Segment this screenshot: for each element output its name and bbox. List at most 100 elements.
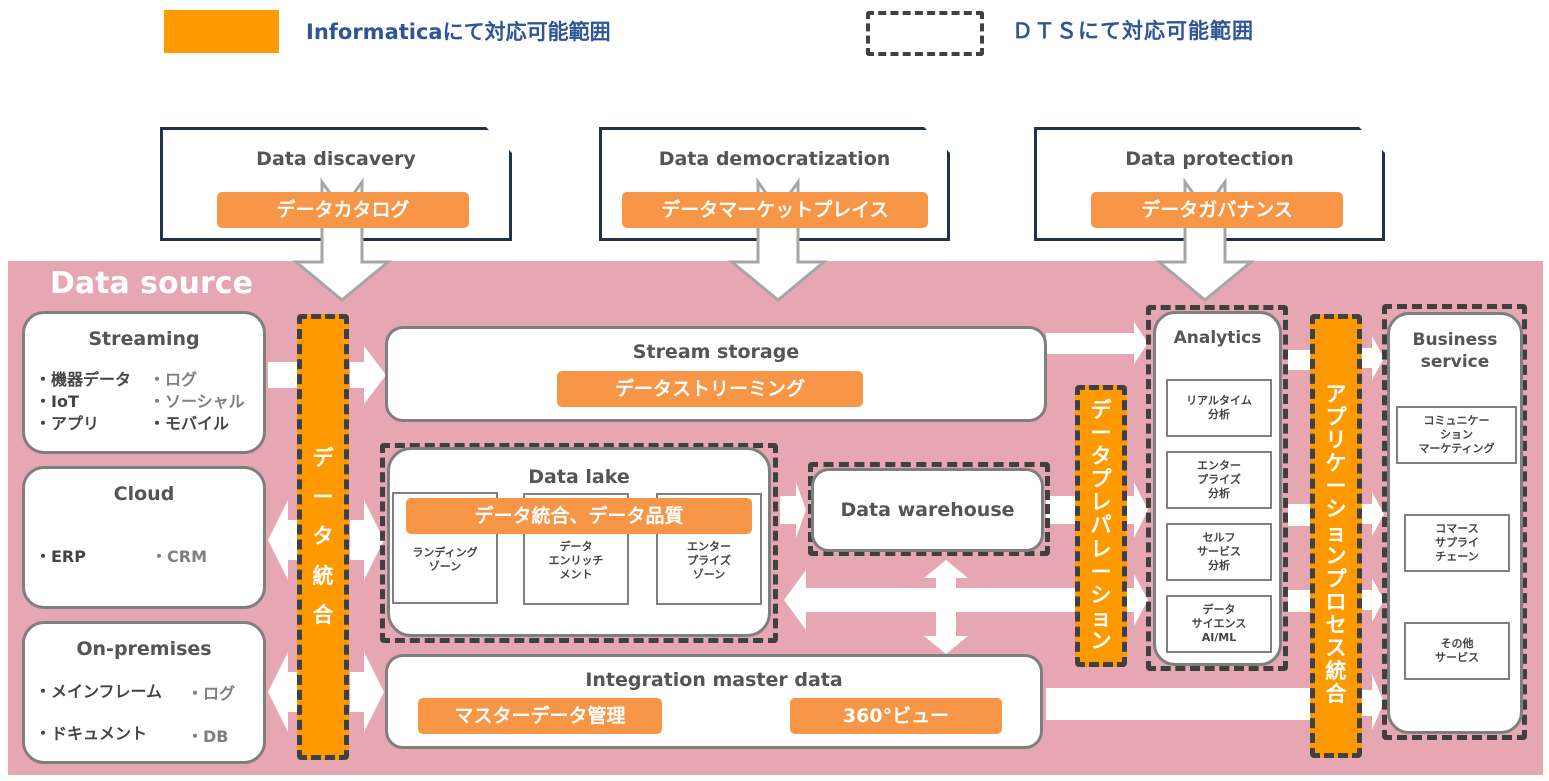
cloud-source-box: Cloud ・ERP ・CRM bbox=[22, 466, 266, 609]
bar-char: 統 bbox=[312, 563, 334, 588]
arrow-to-stream-storage bbox=[350, 346, 386, 404]
on-premises-title: On-premises bbox=[76, 638, 212, 660]
arrow-stream-to-analytics bbox=[1046, 322, 1148, 364]
data-lake-title: Data lake bbox=[528, 466, 630, 488]
business-service-dts-boundary bbox=[1382, 304, 1527, 740]
arrow-cloud-left bbox=[268, 500, 298, 580]
analytics-item: リアルタイム 分析 bbox=[1166, 379, 1272, 437]
data-marketplace-pill: データマーケットプレイス bbox=[622, 192, 928, 228]
data-lake-dts-boundary bbox=[380, 443, 778, 643]
bar-char: パ bbox=[1090, 513, 1112, 538]
arrow-prep-to-analytics-1 bbox=[1124, 482, 1148, 538]
data-integration-quality-pill: データ統合、データ品質 bbox=[406, 498, 752, 534]
360-view-pill: 360°ビュー bbox=[790, 698, 1002, 734]
bar-char: ー bbox=[1090, 421, 1112, 446]
bar-char: ア bbox=[1325, 382, 1347, 406]
business-service-title-line: Business bbox=[1412, 330, 1498, 350]
on-premises-item: ・ドキュメント bbox=[35, 724, 148, 743]
streaming-item: ・モバイル bbox=[149, 414, 230, 433]
data-warehouse-title: Data warehouse bbox=[840, 499, 1015, 521]
bar-char: シ bbox=[1090, 582, 1112, 607]
data-discovery-title: Data discavery bbox=[256, 148, 416, 170]
bar-char: ー bbox=[1325, 474, 1347, 499]
legend-informatica-label: Informaticaにて対応可能範囲 bbox=[306, 20, 611, 44]
arrow-onprem-left bbox=[268, 652, 298, 732]
integration-master-title: Integration master data bbox=[585, 669, 843, 691]
legend-dts-swatch bbox=[866, 11, 984, 56]
bar-char: シ bbox=[1325, 497, 1347, 522]
corner-cut bbox=[924, 127, 950, 153]
data-preparation-bar: デ ー タ プ レ パ レ ー シ ョ ン bbox=[1075, 385, 1127, 667]
bar-char: ケ bbox=[1325, 451, 1347, 476]
bar-char: レ bbox=[1090, 490, 1112, 515]
cloud-item: ・ERP bbox=[35, 547, 86, 566]
data-warehouse-box: Data warehouse bbox=[811, 468, 1044, 552]
cloud-title: Cloud bbox=[113, 483, 175, 505]
bar-char: デ bbox=[312, 446, 334, 471]
data-streaming-pill: データストリーミング bbox=[557, 371, 863, 407]
analytics-title: Analytics bbox=[1173, 328, 1262, 348]
streaming-source-box: Streaming ・機器データ ・IoT ・アプリ ・ログ ・ソーシャル ・モ… bbox=[22, 311, 266, 454]
arrow-to-data-lake bbox=[350, 500, 384, 580]
bar-char: 統 bbox=[1325, 659, 1347, 684]
bar-char: デ bbox=[1090, 397, 1112, 422]
arrow-streaming bbox=[268, 362, 300, 388]
analytics-item: データ サイエンス AI/ML bbox=[1166, 595, 1272, 653]
business-service-title-line: service bbox=[1420, 352, 1490, 372]
stream-storage-title: Stream storage bbox=[632, 341, 800, 363]
app-process-integration-bar: ア プ リ ケ ー シ ョ ン プ ロ セ ス 統 合 bbox=[1310, 314, 1362, 758]
data-protection-title: Data protection bbox=[1125, 148, 1294, 170]
bar-char: タ bbox=[1090, 444, 1112, 469]
arrow-app-to-business-3 bbox=[1362, 578, 1384, 622]
analytics-item: エンター プライズ 分析 bbox=[1166, 451, 1272, 509]
arrow-lake-to-dw bbox=[780, 482, 806, 538]
on-premises-source-box: On-premises ・メインフレーム ・ドキュメント ・ログ ・DB bbox=[22, 621, 266, 764]
bar-char: ロ bbox=[1325, 589, 1347, 614]
legend-dts-label: ＤＴＳにて対応可能範囲 bbox=[1012, 19, 1254, 43]
corner-cut bbox=[1359, 127, 1385, 153]
bar-char: ス bbox=[1325, 636, 1347, 661]
master-data-management-pill: マスターデータ管理 bbox=[418, 698, 662, 734]
bar-char: ョ bbox=[1090, 605, 1112, 630]
data-governance-pill: データガバナンス bbox=[1091, 192, 1343, 228]
on-premises-item: ・ログ bbox=[187, 684, 236, 703]
bar-char: ー bbox=[312, 485, 334, 510]
arrow-app-to-business-1 bbox=[1362, 336, 1384, 380]
bar-char: ン bbox=[1325, 543, 1347, 568]
bar-char: ン bbox=[1090, 628, 1112, 653]
arrow-app-to-business-4 bbox=[1362, 674, 1384, 730]
bar-char: セ bbox=[1325, 612, 1347, 637]
bar-char: プ bbox=[1090, 467, 1112, 492]
analytics-dts-boundary bbox=[1146, 305, 1288, 671]
business-service-item: コマース サプライ チェーン bbox=[1404, 514, 1510, 572]
data-democratization-title: Data democratization bbox=[658, 148, 891, 170]
arrow-master-to-app bbox=[1046, 688, 1318, 720]
data-warehouse-dts-boundary bbox=[808, 462, 1050, 556]
data-integration-bar: デ ー タ 統 合 bbox=[297, 314, 349, 760]
arrow-dw-master-vertical bbox=[924, 560, 968, 654]
arrow-prep-to-analytics-2 bbox=[1124, 574, 1148, 626]
bar-char: ョ bbox=[1325, 520, 1347, 545]
on-premises-item: ・DB bbox=[187, 727, 229, 746]
streaming-item: ・機器データ bbox=[35, 370, 132, 389]
streaming-item: ・IoT bbox=[35, 392, 79, 411]
bar-char: レ bbox=[1090, 536, 1112, 561]
arrow-app-to-business-2 bbox=[1362, 492, 1384, 536]
bar-char: リ bbox=[1325, 428, 1347, 453]
business-service-item: コミュニケー ション マーケティング bbox=[1396, 406, 1517, 464]
business-service-title: Business service bbox=[1390, 329, 1520, 373]
bar-char: 合 bbox=[1325, 682, 1347, 707]
streaming-item: ・ログ bbox=[149, 370, 198, 389]
bar-char: ー bbox=[1090, 559, 1112, 584]
bar-char: タ bbox=[312, 524, 334, 549]
data-source-title: Data source bbox=[50, 266, 253, 301]
bar-char: プ bbox=[1325, 405, 1347, 430]
business-service-item: その他 サービス bbox=[1404, 622, 1510, 680]
streaming-title: Streaming bbox=[88, 328, 200, 350]
cloud-item: ・CRM bbox=[151, 547, 207, 566]
legend-informatica-swatch bbox=[164, 10, 279, 53]
corner-cut bbox=[486, 127, 512, 153]
data-catalog-pill: データカタログ bbox=[217, 192, 469, 228]
arrow-to-master bbox=[350, 652, 384, 732]
